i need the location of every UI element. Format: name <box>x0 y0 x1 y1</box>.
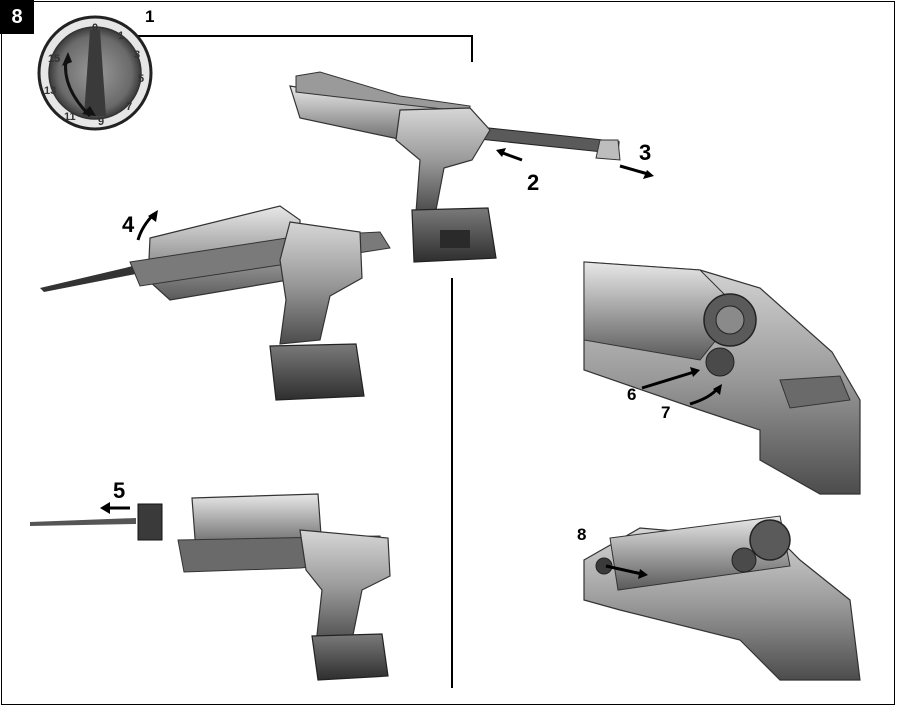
callout-1-leader <box>130 35 473 62</box>
figure-number-badge: 8 <box>0 0 34 34</box>
dispenser-tool-step-4 <box>40 150 391 401</box>
callout-8: 8 <box>577 525 587 544</box>
dial-number: 3 <box>134 49 140 61</box>
dial-number: 5 <box>138 73 144 85</box>
dispenser-tool-step-5 <box>30 493 391 681</box>
arrow-2 <box>499 150 523 162</box>
dial-number: 1 <box>118 30 124 42</box>
callout-4: 4 <box>122 212 135 237</box>
callout-7: 7 <box>661 403 671 422</box>
callout-6: 6 <box>627 385 637 404</box>
arrow-3 <box>619 164 649 176</box>
callout-5: 5 <box>113 478 126 503</box>
callout-1: 1 <box>145 7 155 26</box>
callout-2: 2 <box>527 170 540 195</box>
dial-number: 13 <box>44 85 56 97</box>
speed-dial-illustration <box>37 15 153 131</box>
arrow-6 <box>641 370 695 390</box>
detail-view-cartridge-insert <box>583 515 861 681</box>
dial-number: 15 <box>48 53 60 65</box>
dial-number: 11 <box>64 111 76 123</box>
dispenser-tool-step-1 <box>289 71 621 263</box>
dial-scale-numbers: 0 1 3 5 7 9 11 13 15 <box>44 22 144 128</box>
dial-number: 0 <box>92 22 98 34</box>
dial-number: 7 <box>126 101 132 113</box>
dial-number: 9 <box>98 116 104 128</box>
detail-view-cartridge-lock <box>583 261 861 495</box>
arrow-8 <box>605 564 643 576</box>
callout-3: 3 <box>639 140 652 165</box>
